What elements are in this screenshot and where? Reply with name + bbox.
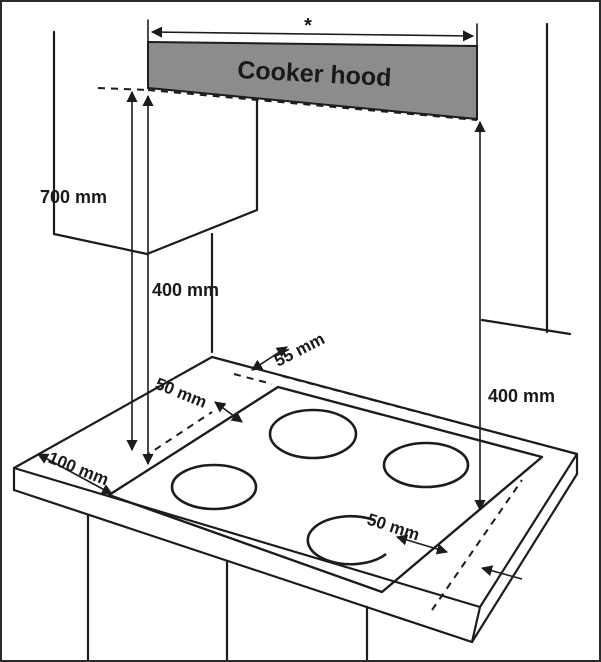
wall-lines — [52, 22, 572, 354]
dim-700: 700 mm — [40, 90, 138, 452]
hood-width-dimension: * — [147, 15, 478, 47]
width-asterisk: * — [304, 15, 312, 37]
dim-400-right: 400 mm — [474, 120, 555, 512]
dim-55-label: 55 mm — [271, 329, 328, 370]
burner-back-right — [382, 441, 470, 489]
burner-front-left — [170, 463, 258, 511]
burner-back-left — [268, 408, 358, 460]
dim-50-right: 50 mm — [365, 510, 523, 580]
dim-55: 55 mm — [251, 329, 328, 371]
dim-100-label: 100 mm — [46, 448, 112, 489]
hood-reference-lines — [97, 87, 478, 121]
dim-400-left: 400 mm — [142, 94, 219, 466]
hob — [107, 385, 544, 594]
worktop-offset-lines — [143, 373, 578, 611]
dim-50-left: 50 mm — [153, 374, 243, 423]
dim-50-right-label: 50 mm — [365, 510, 422, 545]
dim-700-label: 700 mm — [40, 187, 107, 207]
dim-400-right-label: 400 mm — [488, 386, 555, 406]
burner-front-right — [306, 514, 387, 566]
dim-50-left-label: 50 mm — [153, 374, 210, 412]
dim-400-left-label: 400 mm — [152, 280, 219, 300]
cooker-hood: Cooker hood — [147, 40, 478, 121]
